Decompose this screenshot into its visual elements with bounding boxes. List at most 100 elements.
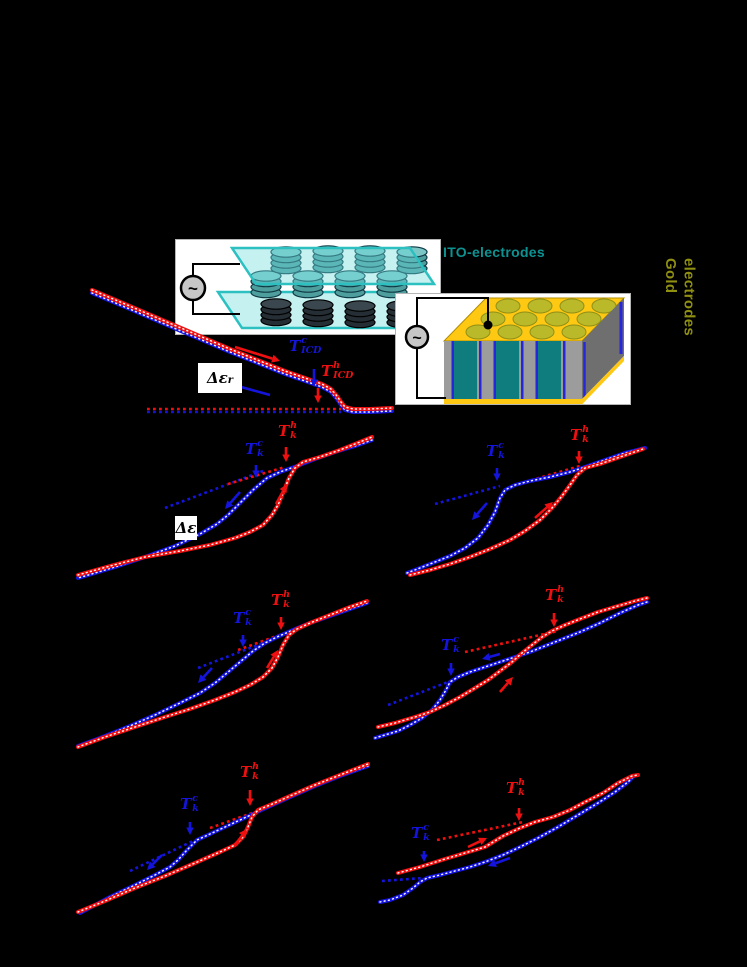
plot-area-row3-right [373,596,649,740]
channel-edge-line [479,341,482,399]
transition-arrow-icon [277,617,285,630]
transition-label-symbol: T [411,824,423,842]
heating-curve-markers [77,600,368,748]
transition-label-superscript: c [301,335,307,346]
ito-sandwich-schematic: ~ [175,239,441,335]
wire [192,300,240,315]
cooling-curve-markers [374,601,648,739]
channel-edge-line [521,341,524,399]
lc-filled-channel [496,341,519,399]
nanopore-opening [529,324,555,340]
dark-disk-stack [260,298,292,327]
transition-arrow-icon [493,468,501,481]
wire [416,348,446,399]
transition-label-subscript: k [192,802,199,814]
transition-label-superscript: c [192,793,198,804]
heating-direction-arrow-icon [234,345,280,363]
ac-source-icon [179,274,207,302]
ac-tilde-symbol: ~ [188,279,198,298]
transition-arrow-icon [447,663,455,676]
gold-label-word2: electrodes [680,258,698,337]
transition-label-subscript: k [252,770,259,782]
transition-label-symbol: T [240,763,252,781]
transition-arrow-icon [314,388,322,403]
heating-direction-arrow-icon [233,829,247,846]
gold-label-word1: Gold [661,258,679,294]
plot-area-row2-right [405,446,647,577]
nanopore-opening [591,298,617,314]
cooling-direction-arrow-icon [225,491,241,509]
transition-arrow-icon [239,635,247,647]
gold-membrane-drawing: ~ [404,297,626,404]
nanopore-opening [544,311,570,327]
cooling-curve-markers [77,602,368,747]
gold-bottom-electrode [444,399,582,404]
heating-direction-arrow-icon [265,650,278,669]
transition-arrow-icon [246,790,254,806]
transition-label-superscript: c [498,440,504,451]
heating-curve [76,435,374,577]
plot-area-row4-right [378,773,640,904]
cooling-direction-arrow-icon [482,652,501,661]
transition-label-subscript: ICD [301,344,322,356]
extrapolation-dashed-line [237,631,286,652]
heating-direction-arrow-icon [534,502,553,519]
plot-area-row2-left [76,435,374,580]
transition-label-subscript: k [283,598,290,610]
plot-area-row4-left [76,762,370,915]
ito-electrodes-label: ITO-electrodes [443,244,545,260]
transition-label-superscript: c [453,634,459,645]
transition-arrow-icon [515,808,523,821]
lc-filled-channel [454,341,477,399]
gold-electrodes-label: Gold electrodes [660,258,698,368]
plot-area-row1-bulk-sandwich-cell [90,288,394,414]
transition-label-subscript: k [290,429,297,441]
transition-label-symbol: T [233,609,245,627]
transition-arrow-icon [282,447,290,462]
transition-label-symbol: T [245,440,257,458]
extrapolation-dashed-line [209,810,256,830]
nanopore-opening [512,311,538,327]
extrapolation-dashed-line [197,641,264,670]
plot-area-row3-left [76,599,369,749]
transition-label-symbol: T [486,442,498,460]
columnar-disk-stack [312,245,344,274]
transition-label-subscript: k [245,616,252,628]
transition-label-symbol: T [289,337,301,355]
heating-curve-markers [409,448,644,576]
membrane-side-face [582,298,624,399]
heating-curve-markers [397,774,639,874]
heating-curve-markers [77,763,369,913]
transition-label-subscript: k [498,449,505,461]
contact-dot [483,320,493,330]
cooling-direction-arrow-icon [147,854,163,870]
transition-label-symbol: T [278,422,290,440]
transition-label-superscript: h [283,589,291,600]
columnar-disk-stack [396,246,428,275]
transition-label-subscript: k [453,643,460,655]
transition-label-superscript: h [333,360,341,371]
nanopore-opening [561,324,587,340]
transition-arrow-icon [310,369,318,387]
heating-curve-markers [77,436,373,576]
transition-label-superscript: c [257,438,263,449]
ac-source-icon [404,324,430,350]
nanopore-opening [495,298,521,314]
